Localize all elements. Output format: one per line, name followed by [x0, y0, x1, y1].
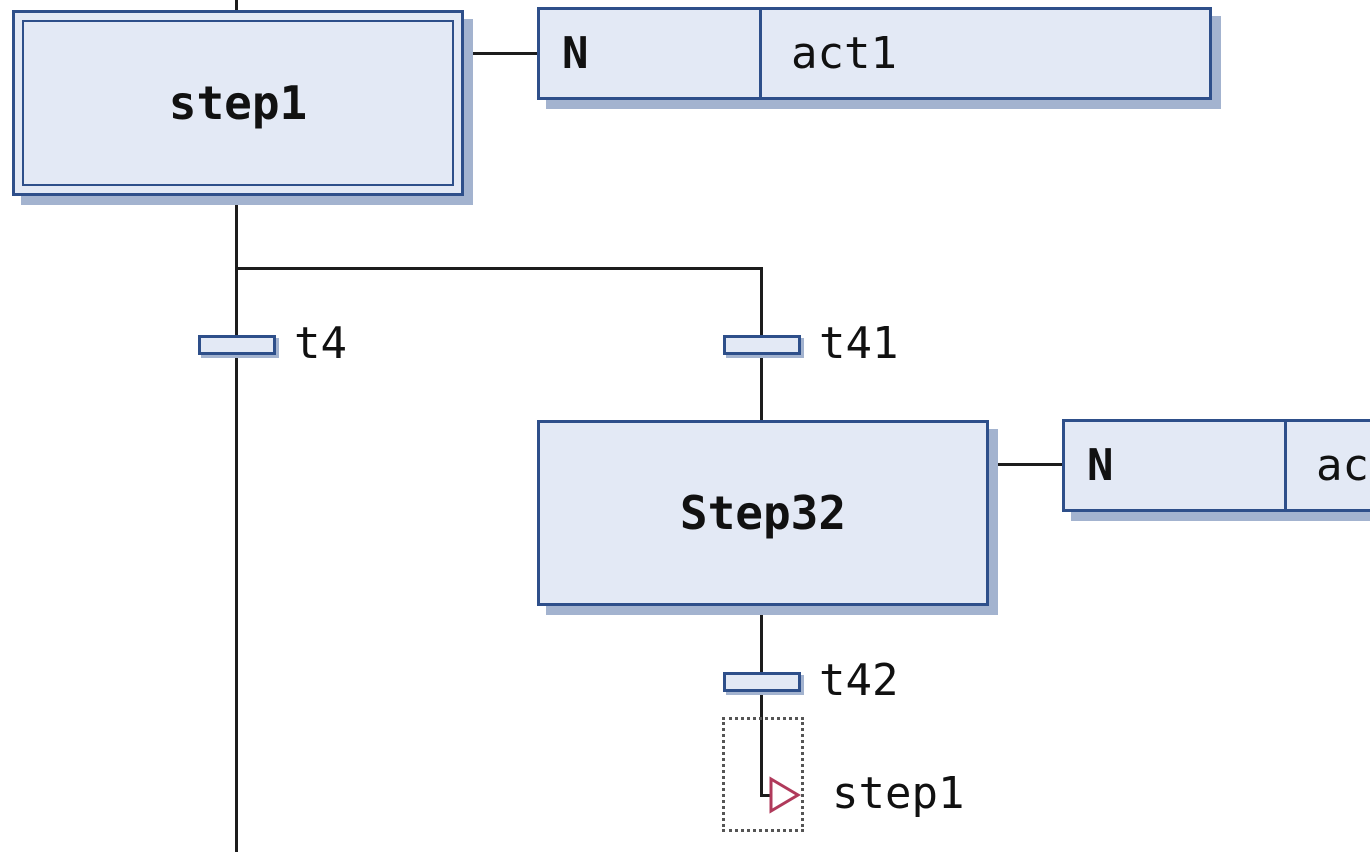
link-step1-down — [235, 196, 238, 852]
step-block-step32[interactable]: Step32 — [537, 420, 989, 606]
link-step32-down — [760, 605, 763, 795]
action-block-act1[interactable]: N act1 — [537, 7, 1212, 100]
step-label: Step32 — [679, 486, 847, 540]
transition-label-t41: t41 — [819, 318, 899, 369]
action-qualifier: N — [540, 10, 762, 97]
transition-bar-t42[interactable] — [723, 672, 801, 692]
link-step1-action — [465, 52, 537, 55]
action-qualifier: N — [1065, 422, 1287, 509]
action-name: ac — [1316, 440, 1369, 491]
jump-selection-box[interactable] — [722, 717, 804, 832]
transition-bar-t41[interactable] — [723, 335, 801, 355]
branch-horizontal — [235, 267, 763, 270]
link-step32-action — [990, 463, 1062, 466]
transition-bar-t4[interactable] — [198, 335, 276, 355]
step-block-step1[interactable]: step1 — [12, 10, 464, 196]
jump-target-label: step1 — [832, 768, 965, 819]
link-top-into-step1 — [235, 0, 238, 12]
transition-label-t42: t42 — [819, 655, 899, 706]
jump-arrow-icon — [769, 776, 801, 814]
link-step32-to-jump-arrow — [760, 794, 772, 797]
step-label: step1 — [168, 76, 308, 130]
transition-label-t4: t4 — [294, 318, 347, 369]
action-name: act1 — [791, 28, 897, 79]
action-block-step32[interactable]: N ac — [1062, 419, 1370, 512]
